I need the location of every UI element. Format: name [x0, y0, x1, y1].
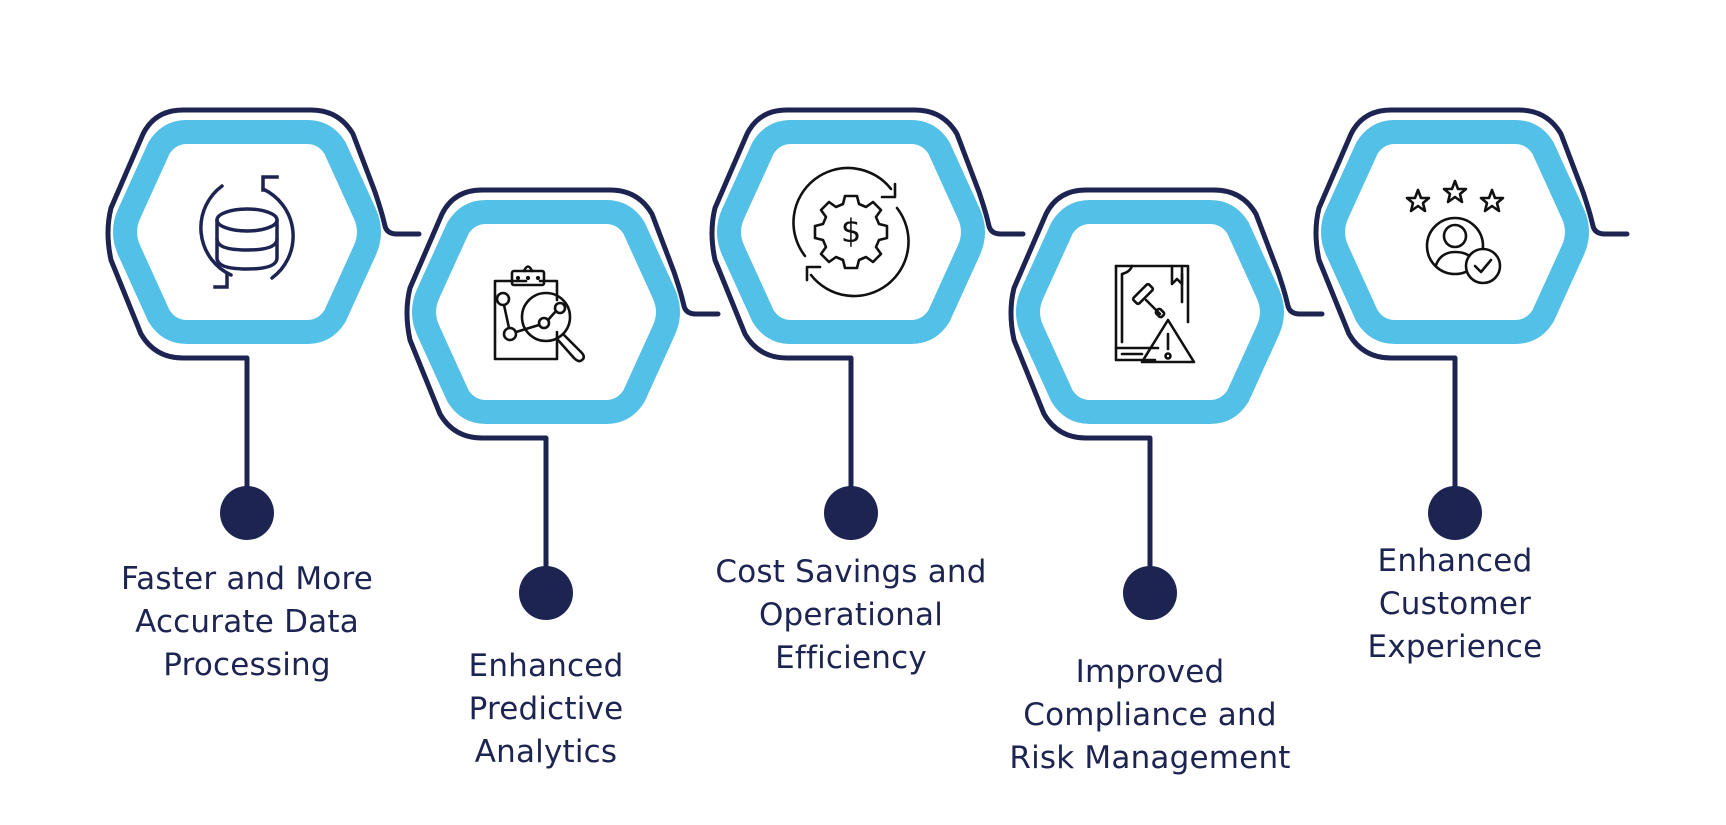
- law-book-gavel-warning-icon: [1114, 264, 1196, 364]
- step-label-1: Faster and More Accurate Data Processing: [77, 558, 417, 687]
- label-line: Accurate Data: [135, 604, 359, 640]
- stem-dot: [220, 486, 274, 540]
- hexagon-ring: [1028, 212, 1272, 412]
- step-1: [108, 110, 419, 540]
- stem-dot: [1428, 486, 1482, 540]
- stem-dot: [1123, 566, 1177, 620]
- label-line: Analytics: [474, 734, 618, 770]
- step-3: $: [712, 110, 1023, 540]
- gear-dollar-cycle-icon: [792, 166, 910, 298]
- hexagon-ring: [424, 212, 668, 412]
- label-line: Processing: [163, 647, 331, 683]
- label-line: Predictive: [468, 691, 624, 727]
- stem-dot: [824, 486, 878, 540]
- label-line: Efficiency: [775, 640, 927, 676]
- label-line: Customer: [1378, 586, 1532, 622]
- label-line: Improved: [1075, 654, 1225, 690]
- label-line: Operational: [758, 597, 944, 633]
- clipboard-analytics-magnifier-icon: [493, 265, 586, 363]
- label-line: Risk Management: [1009, 740, 1291, 776]
- step-label-4: Improved Compliance and Risk Management: [980, 651, 1320, 780]
- label-line: Enhanced: [1377, 543, 1533, 579]
- database-sync-icon: [199, 175, 295, 289]
- hexagon-ring: [1333, 132, 1577, 332]
- label-line: Enhanced: [468, 648, 624, 684]
- label-line: Faster and More: [121, 561, 373, 597]
- label-line: Compliance and: [1023, 697, 1277, 733]
- dollar-sign-icon: $: [841, 212, 861, 250]
- customer-rating-stars-check-icon: [1405, 179, 1505, 285]
- step-label-2: Enhanced Predictive Analytics: [376, 645, 716, 774]
- step-4: [1011, 190, 1322, 620]
- step-2: [407, 190, 718, 620]
- label-line: Experience: [1367, 629, 1543, 665]
- stem-dot: [519, 566, 573, 620]
- step-label-3: Cost Savings and Operational Efficiency: [681, 551, 1021, 680]
- label-line: Cost Savings and: [715, 554, 987, 590]
- step-5: [1316, 110, 1627, 540]
- step-label-5: Enhanced Customer Experience: [1285, 540, 1625, 669]
